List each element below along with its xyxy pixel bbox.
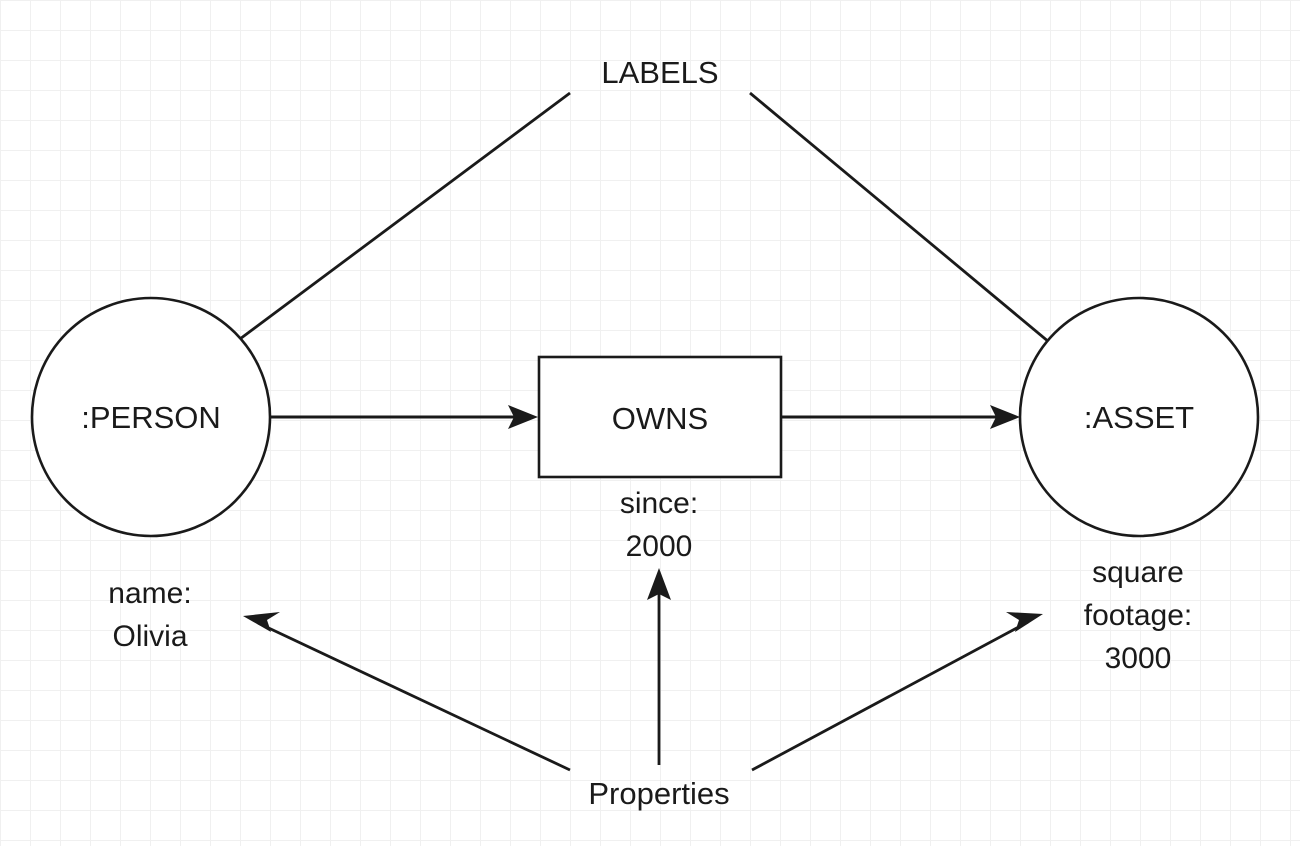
node-asset-circle xyxy=(1018,296,1260,538)
edge-labels-to-asset-line xyxy=(749,91,1092,379)
edge-properties-to-name-arrowhead xyxy=(243,612,280,632)
node-owns[interactable]: OWNS xyxy=(537,355,783,479)
person-property-key: name: xyxy=(108,577,191,610)
edge-labels-to-person-line xyxy=(196,91,571,373)
edge-owns-to-asset-arrowhead xyxy=(990,405,1020,429)
node-person[interactable]: :PERSON xyxy=(30,296,272,538)
edge-properties-to-footage-arrowhead xyxy=(1006,612,1043,632)
node-owns-label: OWNS xyxy=(612,401,708,436)
owns-property-key: since: xyxy=(620,487,698,520)
node-person-properties: name: Olivia xyxy=(108,577,191,653)
owns-property-value: 2000 xyxy=(626,530,693,563)
node-asset[interactable]: :ASSET xyxy=(1018,296,1260,538)
node-asset-properties: square footage: 3000 xyxy=(1084,556,1192,675)
node-owns-properties: since: 2000 xyxy=(620,487,698,563)
asset-property-key-line2: footage: xyxy=(1084,599,1192,632)
node-person-circle xyxy=(30,296,272,538)
annotation-labels: LABELS xyxy=(601,55,718,90)
edge-person-to-owns-arrowhead xyxy=(508,405,538,429)
person-property-value: Olivia xyxy=(112,620,187,653)
asset-property-value: 3000 xyxy=(1105,642,1172,675)
node-asset-label: :ASSET xyxy=(1084,400,1194,435)
edge-properties-to-name[interactable] xyxy=(243,612,571,772)
edge-person-to-owns[interactable] xyxy=(271,405,538,429)
node-person-label: :PERSON xyxy=(81,400,221,435)
edge-properties-to-since[interactable] xyxy=(647,568,671,765)
edge-properties-to-since-arrowhead xyxy=(647,568,671,600)
node-owns-rect xyxy=(537,355,783,479)
asset-property-key-line1: square xyxy=(1092,556,1184,589)
edge-properties-to-footage-line xyxy=(751,620,1029,772)
annotation-properties: Properties xyxy=(588,776,729,811)
edge-owns-to-asset[interactable] xyxy=(781,405,1020,429)
edge-properties-to-footage[interactable] xyxy=(751,612,1043,772)
edge-properties-to-name-line xyxy=(257,621,571,772)
